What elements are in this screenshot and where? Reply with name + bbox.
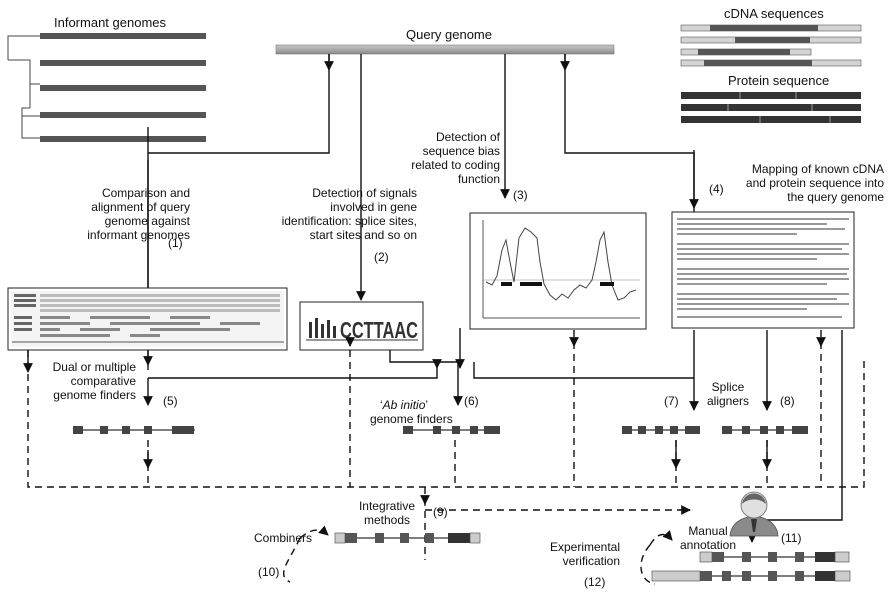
comparison-line-1: Comparison and [101,186,190,200]
splice-line-2: aligners [706,394,750,408]
step-11-label: (11) [781,531,802,545]
gene-model-5 [73,426,195,434]
dual-line-1: Dual or multiple [52,360,136,374]
comparison-label: Comparison and alignment of query genome… [6,186,190,242]
step-2-label: (2) [374,250,389,264]
comparison-line-3: genome against [104,214,190,228]
step-4-label: (4) [709,182,724,196]
ab-initio-open-quote: ‘ [380,398,383,412]
step-7-label: (7) [664,394,679,408]
step-8-label: (8) [780,394,795,408]
signals-line-4: start sites and so on [309,228,417,242]
dashed-connectors [23,330,865,585]
mapping-line-1: Mapping of known cDNA [751,162,884,176]
query-genome-bar [275,44,615,55]
coding-bias-plot-panel [469,212,647,330]
comparison-line-4: informant genomes [87,228,190,242]
step-3-label: (3) [513,188,528,202]
mapping-line-2: and protein sequence into [745,176,884,190]
protein-sequence-bars [681,92,861,123]
informant-genomes-label: Informant genomes [54,15,167,30]
signals-line-3: identification: splice sites, [281,214,417,228]
integrative-line-2: methods [363,513,411,527]
middle-connectors [143,328,843,521]
step-1-label: (1) [168,236,183,250]
protein-sequence-label: Protein sequence [728,73,830,88]
step-6-label: (6) [464,394,479,408]
manual-annotation-label: Manual annotation [672,524,744,552]
dual-line-3: genome finders [53,388,136,402]
manual-line-1: Manual [688,524,728,538]
sequence-alignment-panel [671,211,855,329]
signals-label: Detection of signals involved in gene id… [222,186,417,242]
integrative-line-1: Integrative [358,499,416,513]
combiners-label: Combiners [254,531,313,545]
cdna-sequence-bars [680,24,862,67]
ab-initio-close-quote: ’ [425,398,429,412]
gene-model-integrative [334,532,481,544]
ab-initio-label: ‘Ab initio’ genome finders [370,398,453,426]
person-annotator-icon [729,491,779,537]
experimental-verification-label: Experimental verification [528,540,620,568]
step-12-label: (12) [584,575,606,589]
step-5-label: (5) [163,394,178,408]
sequence-logo-letters: CCTTAAC [340,317,418,343]
phylogenetic-tree [7,35,40,139]
bias-line-1: Detection of [435,130,500,144]
signals-line-2: involved in gene [330,200,417,214]
step-10-label: (10) [258,565,280,579]
signals-line-1: Detection of signals [312,186,417,200]
bias-line-4: function [457,172,500,186]
manual-line-2: annotation [679,538,737,552]
gene-model-6 [403,426,500,434]
gene-model-manual-2 [651,570,851,582]
alignment-panel [7,287,288,351]
splice-line-1: Splice [711,380,745,394]
gene-model-8 [722,426,808,434]
bias-label: Detection of sequence bias related to co… [392,130,500,186]
comparison-line-2: alignment of query [91,200,190,214]
bias-line-2: sequence bias [422,144,500,158]
cdna-sequences-label: cDNA sequences [724,6,824,21]
mapping-label: Mapping of known cDNA and protein sequen… [690,162,884,204]
gene-model-manual-1 [699,551,850,563]
step-9-label: (9) [433,505,448,519]
dual-finders-label: Dual or multiple comparative genome find… [12,360,136,402]
experimental-line-1: Experimental [549,540,620,554]
experimental-line-2: verification [562,554,620,568]
sequence-logo-panel: CCTTAAC [299,301,424,351]
dual-line-2: comparative [70,374,136,388]
informant-genome-bars [40,33,206,142]
bias-line-3: related to coding [411,158,500,172]
query-genome-label: Query genome [406,27,492,42]
splice-aligners-label: Splice aligners [702,380,754,408]
gene-model-7 [622,426,700,434]
ab-initio-italic: Ab initio [382,398,426,412]
ab-initio-line-1: ‘Ab initio’ [370,398,453,412]
ab-initio-line-2: genome finders [370,412,453,426]
mapping-line-3: the query genome [787,190,884,204]
integrative-methods-label: Integrative methods [352,499,422,527]
